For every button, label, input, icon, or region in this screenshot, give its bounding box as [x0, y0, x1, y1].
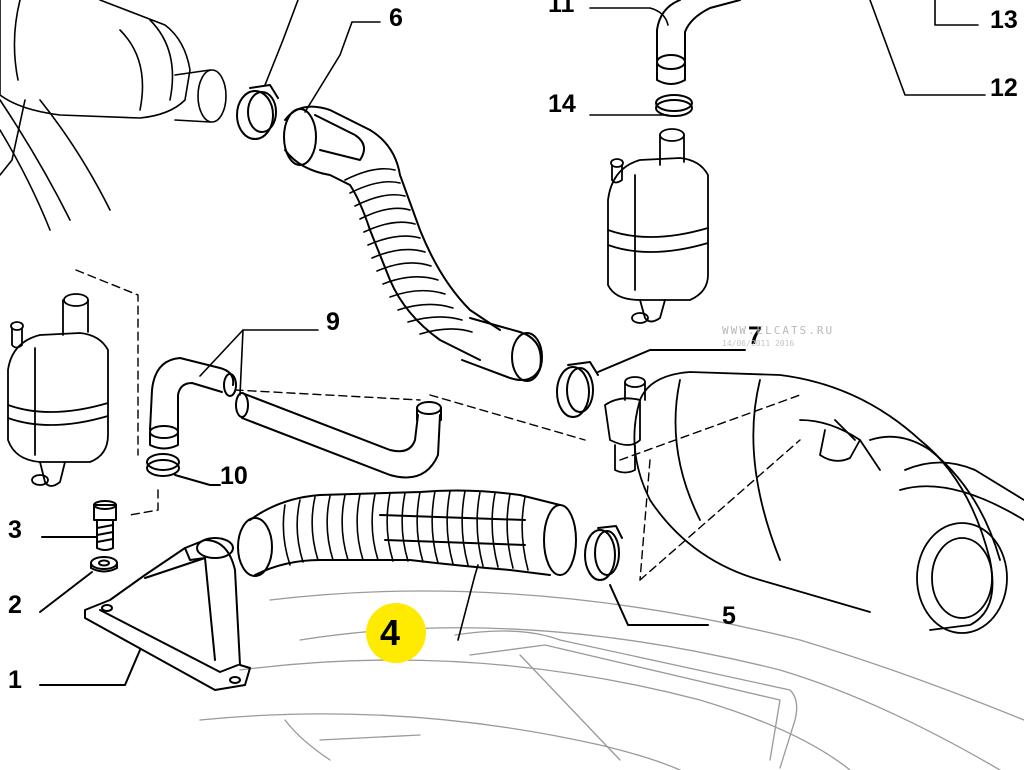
- clamp-10: [146, 453, 221, 486]
- watermark-date: 14/06/2011 2016: [722, 339, 795, 348]
- callout-6[interactable]: 6: [389, 4, 403, 32]
- hose-6-corrugated: [283, 105, 543, 382]
- clamp-14: [655, 94, 693, 117]
- washer-2: [39, 556, 118, 613]
- air-filter-housing: [604, 371, 1024, 634]
- bolt-3: [41, 500, 117, 551]
- hose-4-corrugated: [237, 489, 577, 577]
- callout-4[interactable]: 4: [380, 612, 401, 653]
- clamp-7: [556, 349, 746, 418]
- hose-clamp-top: [236, 84, 279, 140]
- callout-1[interactable]: 1: [8, 666, 22, 694]
- callout-13[interactable]: 13: [990, 6, 1018, 34]
- callout-5[interactable]: 5: [722, 602, 736, 630]
- callout-2[interactable]: 2: [8, 591, 22, 619]
- clamp-5: [584, 525, 709, 626]
- highlight-4: [366, 603, 426, 663]
- watermark-site: WWW.ELCATS.RU: [722, 324, 835, 337]
- callout-9[interactable]: 9: [326, 308, 340, 336]
- callout-12[interactable]: 12: [990, 74, 1018, 102]
- engine-housing-top-left: [0, 0, 227, 231]
- leader-9: [199, 329, 319, 396]
- callout-11[interactable]: 11: [548, 0, 575, 18]
- expansion-tank-left: [7, 293, 109, 487]
- callout-10[interactable]: 10: [220, 462, 248, 490]
- expansion-tank-right: [607, 128, 709, 324]
- bracket-1: [39, 537, 251, 691]
- callout-3[interactable]: 3: [8, 516, 22, 544]
- dashed-alignment-lines: [75, 269, 801, 581]
- leader-lines-top-right: [589, 0, 986, 116]
- leader-lines-main: [264, 0, 479, 641]
- background-body-panel: [199, 590, 1024, 770]
- callout-14[interactable]: 14: [548, 90, 576, 118]
- pipe-11: [656, 0, 741, 85]
- callout-7[interactable]: 7: [748, 322, 762, 350]
- pipe-9-bent: [149, 357, 237, 450]
- pipe-9-long: [235, 392, 442, 479]
